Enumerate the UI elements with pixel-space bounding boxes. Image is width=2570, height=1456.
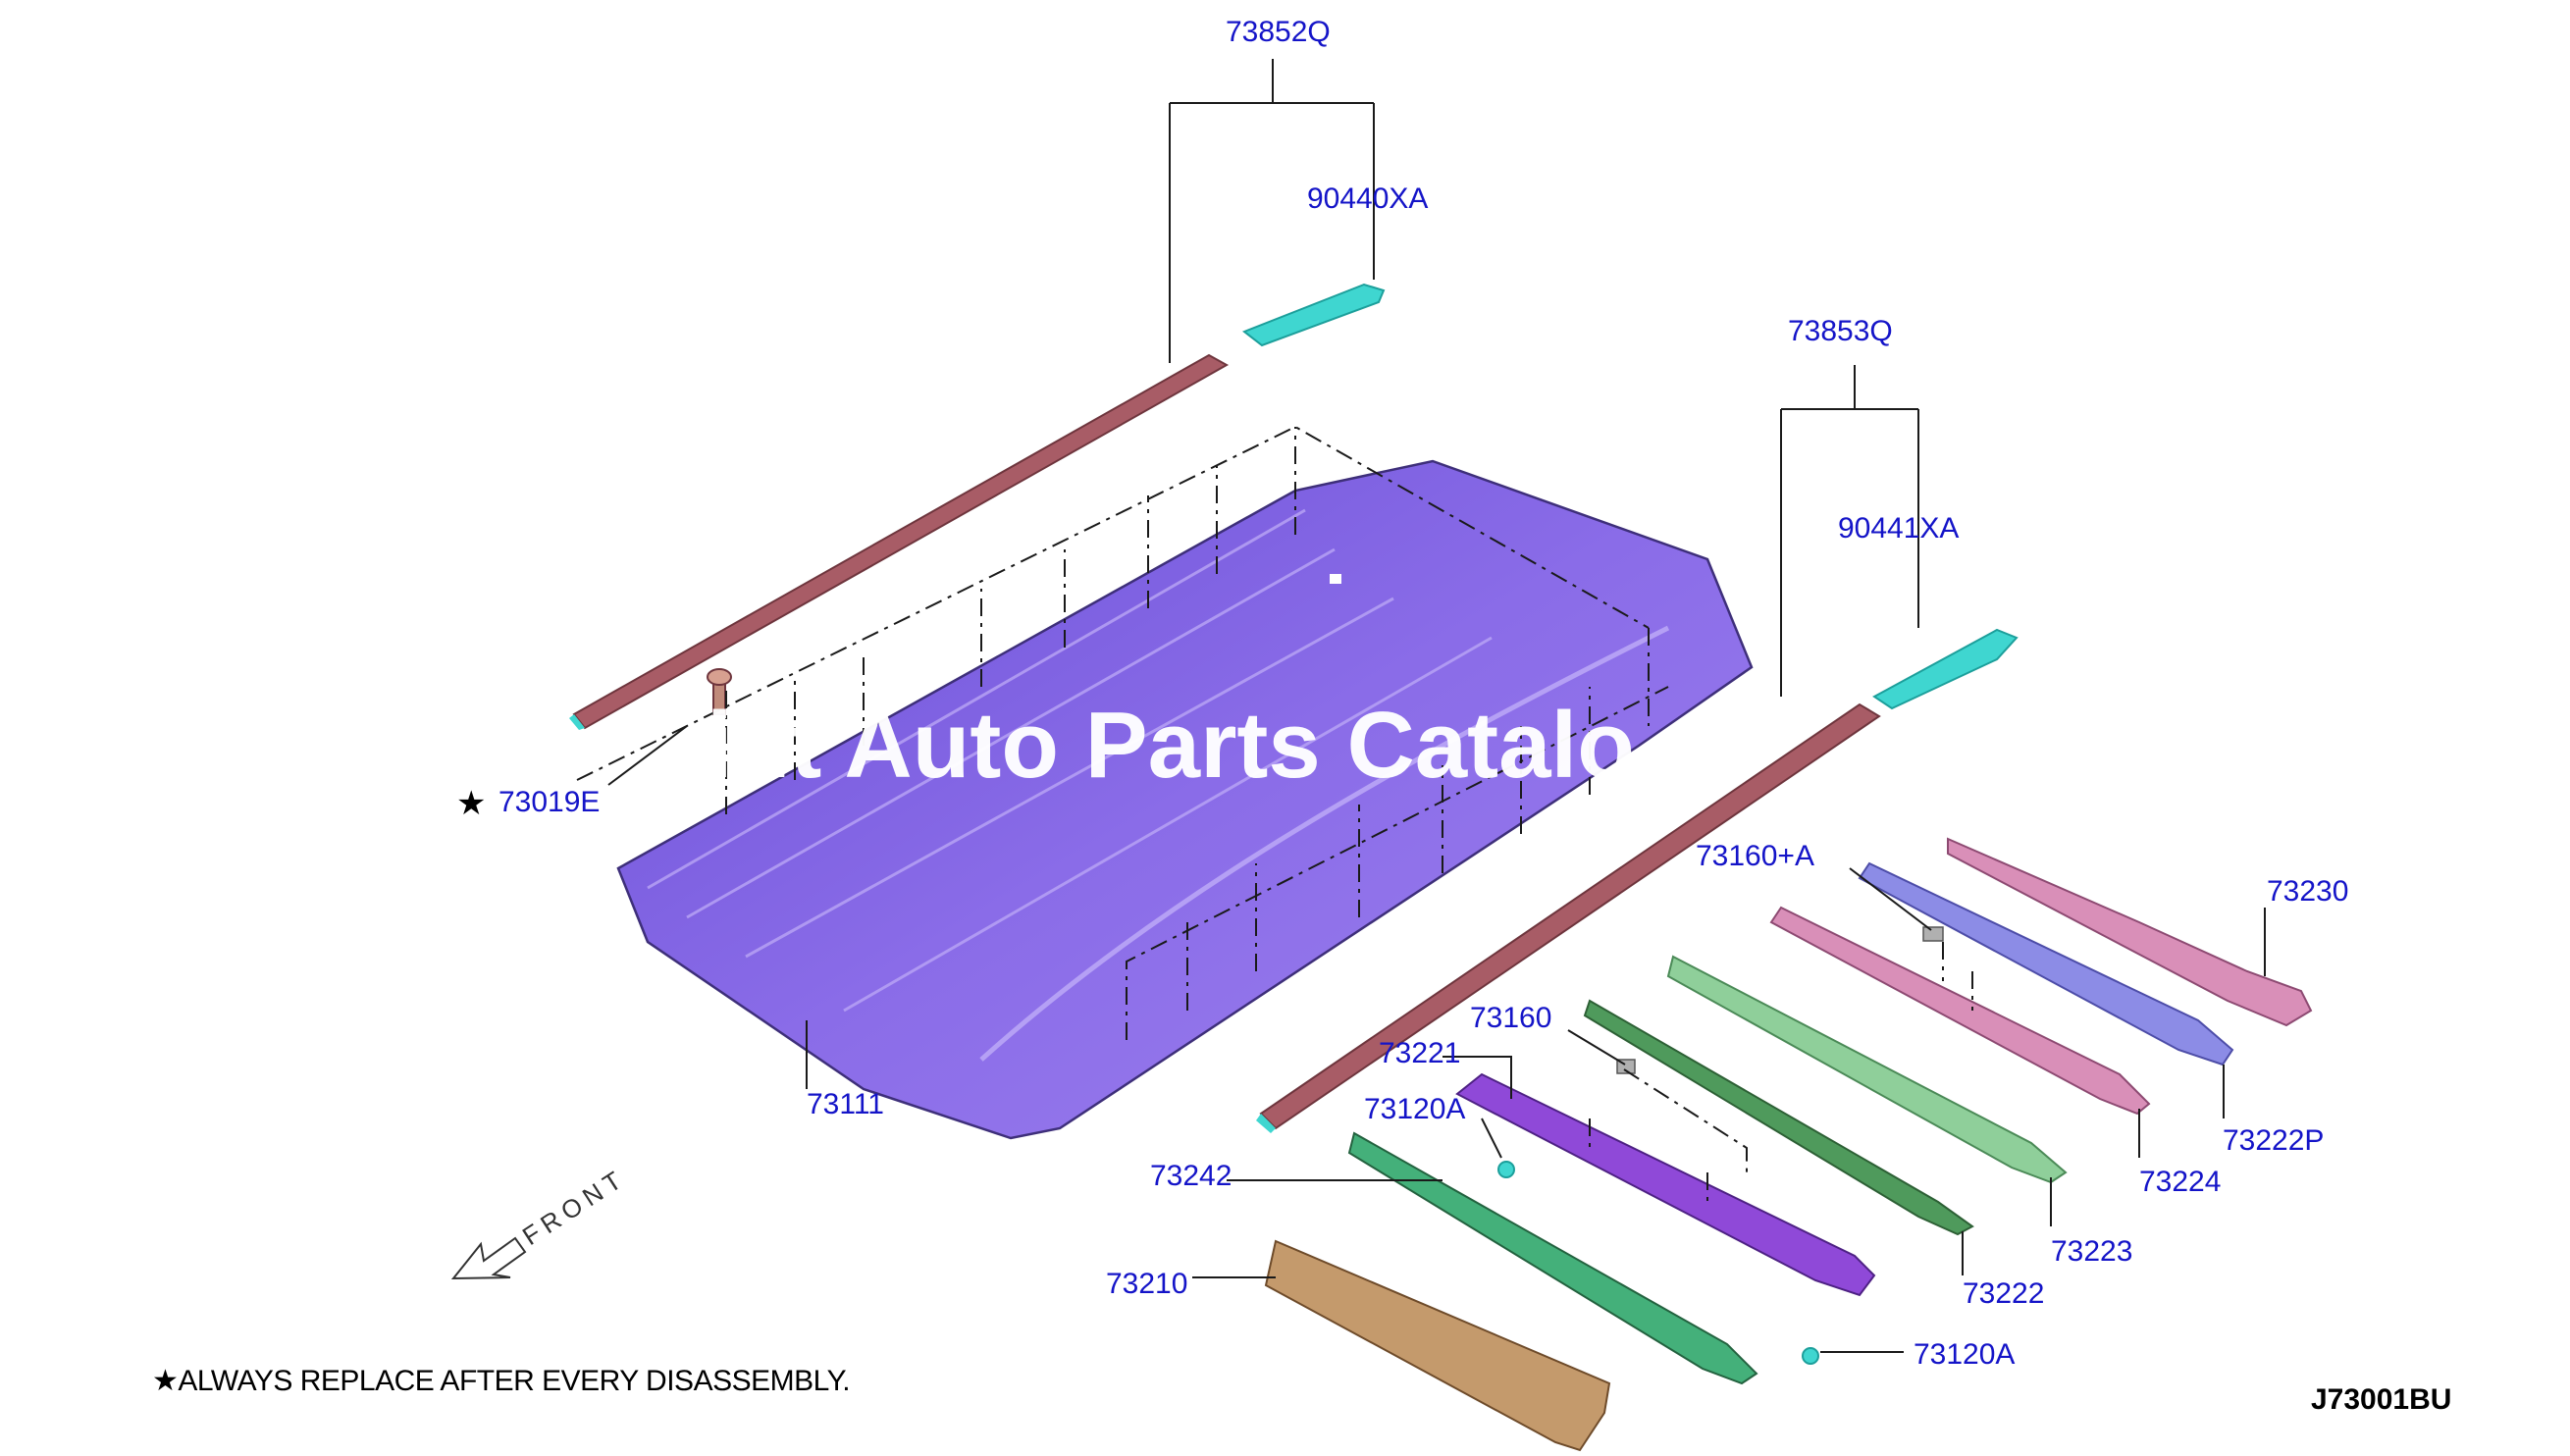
- label-73223[interactable]: 73223: [2051, 1235, 2132, 1268]
- watermark: int Auto Parts Catalo: [707, 693, 1635, 798]
- label-73852Q[interactable]: 73852Q: [1226, 16, 1331, 48]
- assembly-line-upper: [576, 425, 1650, 814]
- leader-73160plusA: [1849, 867, 1932, 931]
- leader-73019E: [607, 725, 688, 786]
- roof-bow-pink[interactable]: [1769, 906, 2151, 1116]
- molding-clip-left[interactable]: [1242, 283, 1386, 347]
- roof-hole-icon: [1330, 574, 1341, 584]
- roof-bow-front-green[interactable]: [1347, 1131, 1758, 1385]
- label-73222P[interactable]: 73222P: [2223, 1124, 2324, 1157]
- leader-73853Q: [1780, 365, 1919, 697]
- leader-73221: [1442, 1056, 1512, 1099]
- label-90440XA[interactable]: 90440XA: [1307, 182, 1428, 215]
- front-label: FRONT: [517, 1163, 632, 1251]
- roof-molding-right[interactable]: [1256, 702, 1881, 1133]
- label-73224[interactable]: 73224: [2139, 1166, 2221, 1198]
- label-90441XA[interactable]: 90441XA: [1838, 512, 1959, 545]
- roof-bow-purple[interactable]: [1455, 1072, 1876, 1297]
- label-73853Q[interactable]: 73853Q: [1788, 315, 1893, 347]
- label-73120A-lower[interactable]: 73120A: [1914, 1338, 2015, 1371]
- label-73111[interactable]: 73111: [807, 1088, 884, 1120]
- label-73210[interactable]: 73210: [1106, 1268, 1187, 1300]
- label-73160[interactable]: 73160: [1470, 1002, 1551, 1034]
- roof-bow-green-light[interactable]: [1666, 955, 2068, 1184]
- bow-fastener-lower[interactable]: [1802, 1347, 1819, 1365]
- roof-bolt[interactable]: [707, 668, 732, 715]
- assembly-line-bows: [1589, 942, 1973, 1207]
- label-73160A-plus[interactable]: 73160+A: [1696, 840, 1814, 872]
- leader-73120A-upper: [1481, 1118, 1502, 1159]
- label-73222[interactable]: 73222: [1963, 1277, 2044, 1310]
- label-73221[interactable]: 73221: [1379, 1037, 1460, 1069]
- label-73019E[interactable]: 73019E: [498, 786, 600, 818]
- label-73230[interactable]: 73230: [2267, 875, 2348, 908]
- roof-rail-rear[interactable]: [1947, 837, 2313, 1027]
- roof-bow-green-dark[interactable]: [1583, 999, 1974, 1236]
- roof-molding-left[interactable]: [569, 353, 1230, 730]
- molding-clip-right[interactable]: [1872, 628, 2019, 710]
- label-73120A-upper[interactable]: 73120A: [1364, 1093, 1465, 1125]
- replacement-note: ★ALWAYS REPLACE AFTER EVERY DISASSEMBLY.: [152, 1365, 851, 1397]
- star-icon: ★: [456, 784, 486, 823]
- front-roof-header[interactable]: [1264, 1239, 1611, 1452]
- leader-73160: [1567, 1029, 1626, 1066]
- bow-clip-rear[interactable]: [1922, 926, 1944, 942]
- diagram-code: J73001BU: [2311, 1383, 2452, 1416]
- leader-73852Q: [1169, 59, 1375, 363]
- bow-fastener-upper[interactable]: [1497, 1161, 1515, 1178]
- roof-panel[interactable]: [616, 459, 1754, 1140]
- front-arrow-icon: [450, 1236, 527, 1280]
- assembly-line-lower: [1126, 686, 1669, 1040]
- label-73242[interactable]: 73242: [1150, 1160, 1232, 1192]
